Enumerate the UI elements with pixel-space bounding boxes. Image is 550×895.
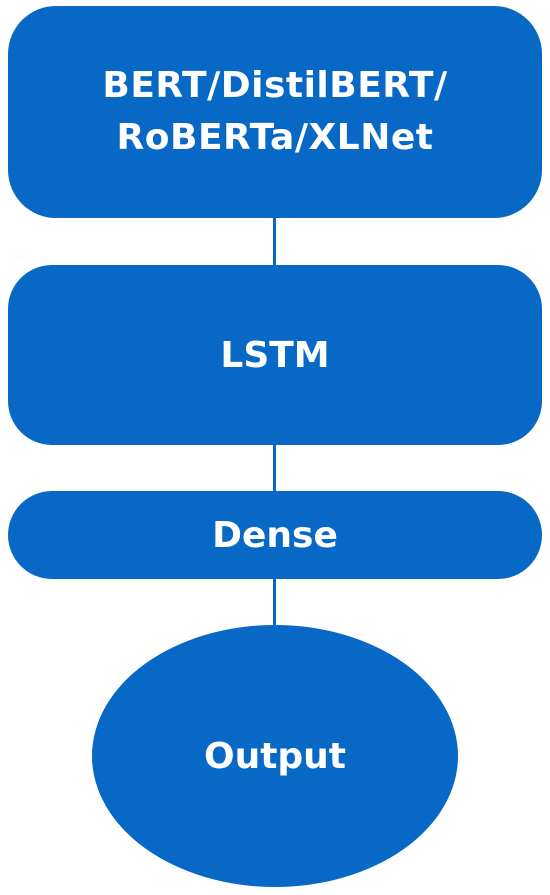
- dense-label: Dense: [212, 514, 338, 556]
- output-node: Output: [92, 625, 458, 887]
- connector-lstm-to-dense: [273, 444, 276, 492]
- encoder-node: BERT/DistilBERT/ RoBERTa/XLNet: [8, 6, 542, 218]
- encoder-label-line1: BERT/DistilBERT/: [102, 65, 448, 106]
- lstm-label: LSTM: [220, 334, 330, 376]
- connector-dense-to-output: [273, 578, 276, 627]
- dense-node: Dense: [8, 491, 542, 579]
- lstm-node: LSTM: [8, 265, 542, 445]
- output-label: Output: [203, 735, 347, 777]
- encoder-label-line2: RoBERTa/XLNet: [116, 117, 434, 158]
- connector-encoder-to-lstm: [273, 217, 276, 266]
